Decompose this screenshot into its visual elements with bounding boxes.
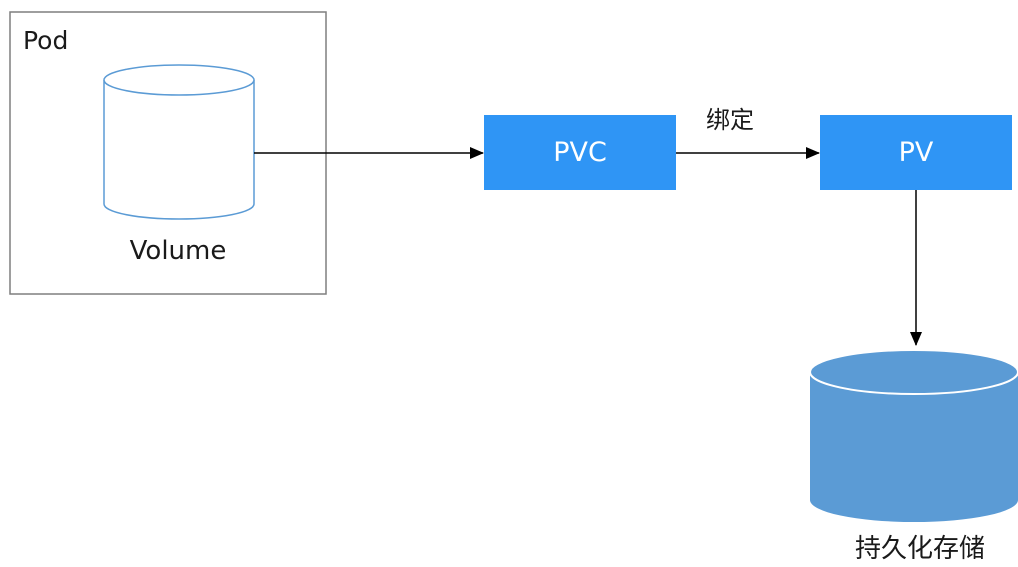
volume-label: Volume xyxy=(129,236,227,266)
pv-label: PV xyxy=(898,137,934,168)
storage-cylinder-icon xyxy=(809,349,1018,522)
storage-label: 持久化存储 xyxy=(854,534,985,564)
binding-label: 绑定 xyxy=(706,106,754,134)
volume-cylinder-icon xyxy=(103,64,255,220)
pv-box xyxy=(820,115,1012,190)
pod-label: Pod xyxy=(23,26,69,55)
pvc-label: PVC xyxy=(553,137,607,168)
pvc-box xyxy=(484,115,676,190)
